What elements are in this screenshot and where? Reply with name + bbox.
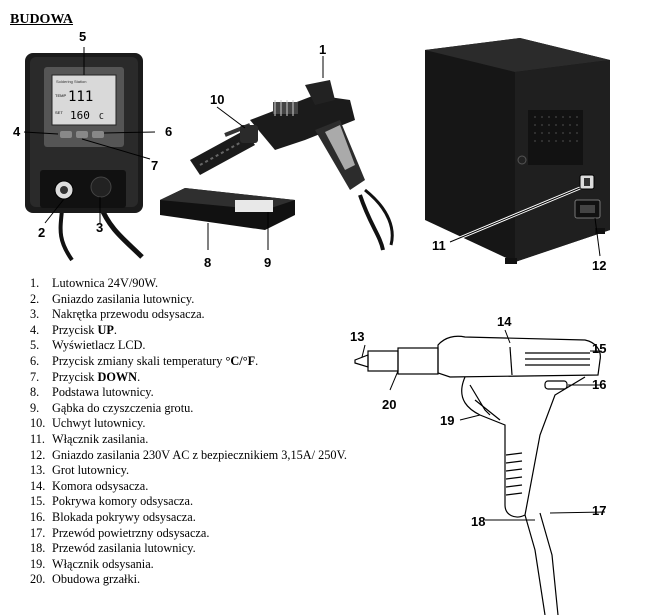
legend-item: 16.Blokada pokrywy odsysacza. bbox=[30, 509, 196, 524]
legend-item: 12.Gniazdo zasilania 230V AC z bezpieczn… bbox=[30, 447, 347, 462]
legend-item: 6.Przycisk zmiany skali temperatury °C/°… bbox=[30, 353, 259, 368]
legend-item: 14.Komora odsysacza. bbox=[30, 478, 149, 493]
hose-nut bbox=[90, 176, 112, 198]
legend-item: 5.Wyświetlacz LCD. bbox=[30, 338, 146, 353]
lcd-set-label: SET bbox=[55, 110, 63, 115]
callout-16: 16 bbox=[592, 377, 607, 392]
callout-3: 3 bbox=[96, 220, 104, 235]
callout-10: 10 bbox=[210, 92, 225, 107]
callout-17: 17 bbox=[592, 503, 607, 518]
callout-2: 2 bbox=[38, 225, 46, 240]
legend-item: 10.Uchwyt lutownicy. bbox=[30, 416, 146, 431]
callout-5: 5 bbox=[79, 29, 87, 44]
svg-text:Soldering Station: Soldering Station bbox=[56, 79, 86, 84]
callout-15: 15 bbox=[592, 341, 607, 356]
gun-outline-illustration bbox=[354, 329, 606, 615]
legend-item: 1.Lutownica 24V/90W. bbox=[30, 276, 159, 290]
callout-11: 11 bbox=[432, 238, 446, 253]
callout-13: 13 bbox=[350, 329, 365, 344]
legend-item: 19.Włącznik odsysania. bbox=[30, 556, 154, 571]
legend-item: 8.Podstawa lutownicy. bbox=[30, 385, 154, 400]
section-heading: BUDOWA bbox=[10, 12, 74, 27]
callout-9: 9 bbox=[264, 255, 272, 270]
legend-item: 17.Przewód powietrzny odsysacza. bbox=[30, 525, 210, 540]
lcd-temp-value: 111 bbox=[68, 89, 93, 105]
gun-and-stand-illustration bbox=[160, 56, 394, 251]
legend-item: 15.Pokrywa komory odsysacza. bbox=[30, 494, 194, 509]
legend-item: 2.Gniazdo zasilania lutownicy. bbox=[30, 291, 195, 306]
legend-item: 4.Przycisk UP. bbox=[30, 322, 117, 337]
callout-12: 12 bbox=[592, 258, 607, 273]
legend-item: 7.Przycisk DOWN. bbox=[30, 369, 141, 384]
callout-4: 4 bbox=[13, 124, 21, 139]
legend-item: 18.Przewód zasilania lutownicy. bbox=[30, 541, 196, 556]
callout-18: 18 bbox=[471, 514, 486, 529]
callout-19: 19 bbox=[440, 413, 455, 428]
station-rear-illustration bbox=[425, 38, 610, 264]
lcd-set-value: 160 bbox=[70, 109, 90, 122]
lcd-temp-label: TEMP bbox=[55, 93, 66, 98]
callout-20: 20 bbox=[382, 397, 397, 412]
callout-1: 1 bbox=[319, 42, 327, 57]
legend-item: 11.Włącznik zasilania. bbox=[30, 431, 149, 446]
scale-button bbox=[76, 131, 88, 138]
callout-8: 8 bbox=[204, 255, 212, 270]
station-front-illustration: Soldering Station TEMP 111 SET 160 C bbox=[23, 47, 156, 262]
legend-item: 3.Nakrętka przewodu odsysacza. bbox=[30, 307, 205, 322]
legend-item: 20.Obudowa grzałki. bbox=[30, 572, 141, 587]
lcd-unit: C bbox=[99, 112, 104, 121]
legend-item: 13.Grot lutownicy. bbox=[30, 463, 130, 478]
callout-14: 14 bbox=[497, 314, 512, 329]
callout-6: 6 bbox=[165, 124, 173, 139]
callout-7: 7 bbox=[151, 158, 159, 173]
down-button bbox=[92, 131, 104, 138]
parts-legend: 1.Lutownica 24V/90W. 2.Gniazdo zasilania… bbox=[0, 276, 352, 588]
lcd-display bbox=[51, 74, 117, 126]
up-button bbox=[60, 131, 72, 138]
legend-item: 9.Gąbka do czyszczenia grotu. bbox=[30, 400, 194, 415]
